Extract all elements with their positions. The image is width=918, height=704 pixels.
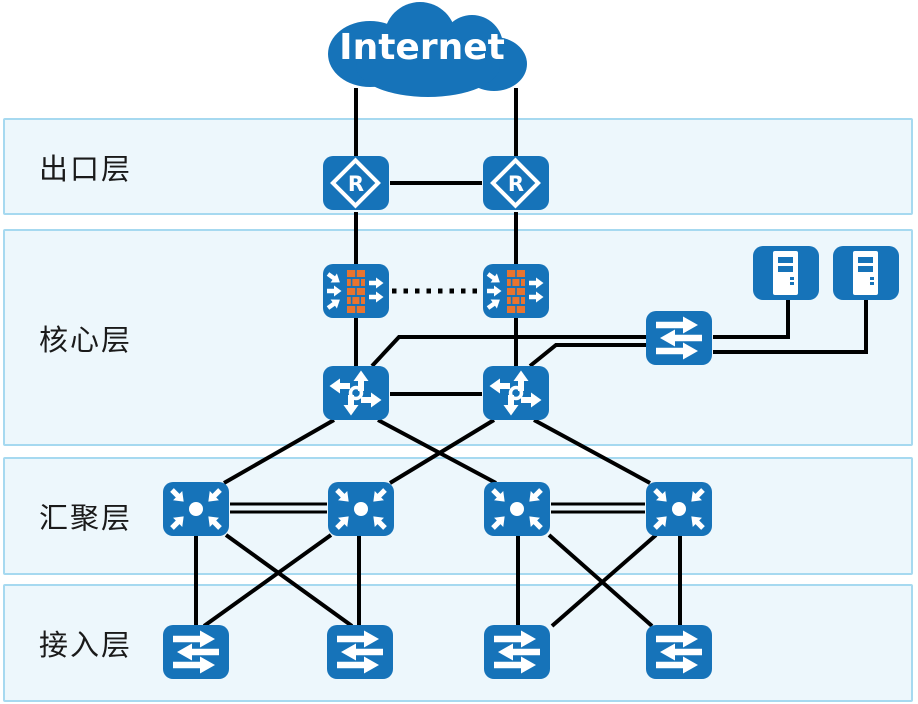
l3-switch-icon (482, 365, 550, 421)
firewall-2 (482, 263, 550, 319)
aggregation-switch-1 (162, 481, 230, 537)
core-switch-1 (322, 365, 390, 421)
l2-switch-icon (645, 624, 713, 680)
router-letter: R (507, 172, 525, 196)
firewall-icon (322, 263, 390, 319)
server-2 (832, 245, 900, 301)
link-serverswitch-server1 (713, 299, 790, 339)
link-agg3-access4 (547, 533, 654, 628)
link-serverswitch-server2 (713, 299, 868, 354)
layer-label-egress: 出口层 (39, 151, 133, 186)
l2-switch-icon (483, 624, 551, 680)
firewall-1 (322, 263, 390, 319)
link-core2-serverswitch (528, 343, 647, 368)
link-core2-agg2 (388, 418, 496, 485)
aggregation-switch-4 (645, 481, 713, 537)
layer-label-aggregation: 汇聚层 (39, 501, 133, 535)
access-switch-2 (326, 624, 394, 680)
layer-label-access: 接入层 (39, 628, 133, 662)
server-1 (752, 245, 820, 301)
aggregation-switch-2 (327, 481, 395, 537)
internet-cloud: Internet (328, 2, 527, 97)
link-core1-agg3 (377, 418, 497, 485)
l2-switch-icon (645, 310, 713, 366)
firewall-icon (482, 263, 550, 319)
link-agg1-access2 (224, 533, 354, 628)
router-1: R (322, 155, 390, 212)
link-core1-serverswitch (370, 335, 647, 368)
layer-band-egress: 出口层 (3, 118, 913, 215)
link-agg4-access3 (550, 533, 658, 628)
layer-label-core: 核心层 (39, 322, 133, 357)
cloud-icon (328, 2, 527, 97)
layer-band-aggregation: 汇聚层 (3, 457, 913, 575)
aggregation-switch-icon (645, 481, 713, 537)
aggregation-switch-3 (483, 481, 551, 537)
access-switch-3 (483, 624, 551, 680)
server-switch (645, 310, 713, 366)
router-letter: R (347, 172, 365, 196)
router-2: R (482, 155, 550, 212)
access-switch-4 (645, 624, 713, 680)
l2-switch-icon (326, 624, 394, 680)
server-icon (752, 245, 820, 301)
aggregation-switch-icon (162, 481, 230, 537)
internet-label: Internet (339, 27, 505, 68)
link-core1-agg1 (223, 418, 335, 485)
layer-band-access: 接入层 (3, 584, 913, 702)
connection-links (194, 88, 868, 628)
aggregation-switch-icon (327, 481, 395, 537)
core-switch-2 (482, 365, 550, 421)
l3-switch-icon (322, 365, 390, 421)
server-icon (832, 245, 900, 301)
l2-switch-icon (162, 624, 230, 680)
aggregation-switch-icon (483, 481, 551, 537)
access-switch-1 (162, 624, 230, 680)
link-agg2-access1 (202, 533, 333, 628)
link-core2-agg4 (533, 418, 651, 485)
